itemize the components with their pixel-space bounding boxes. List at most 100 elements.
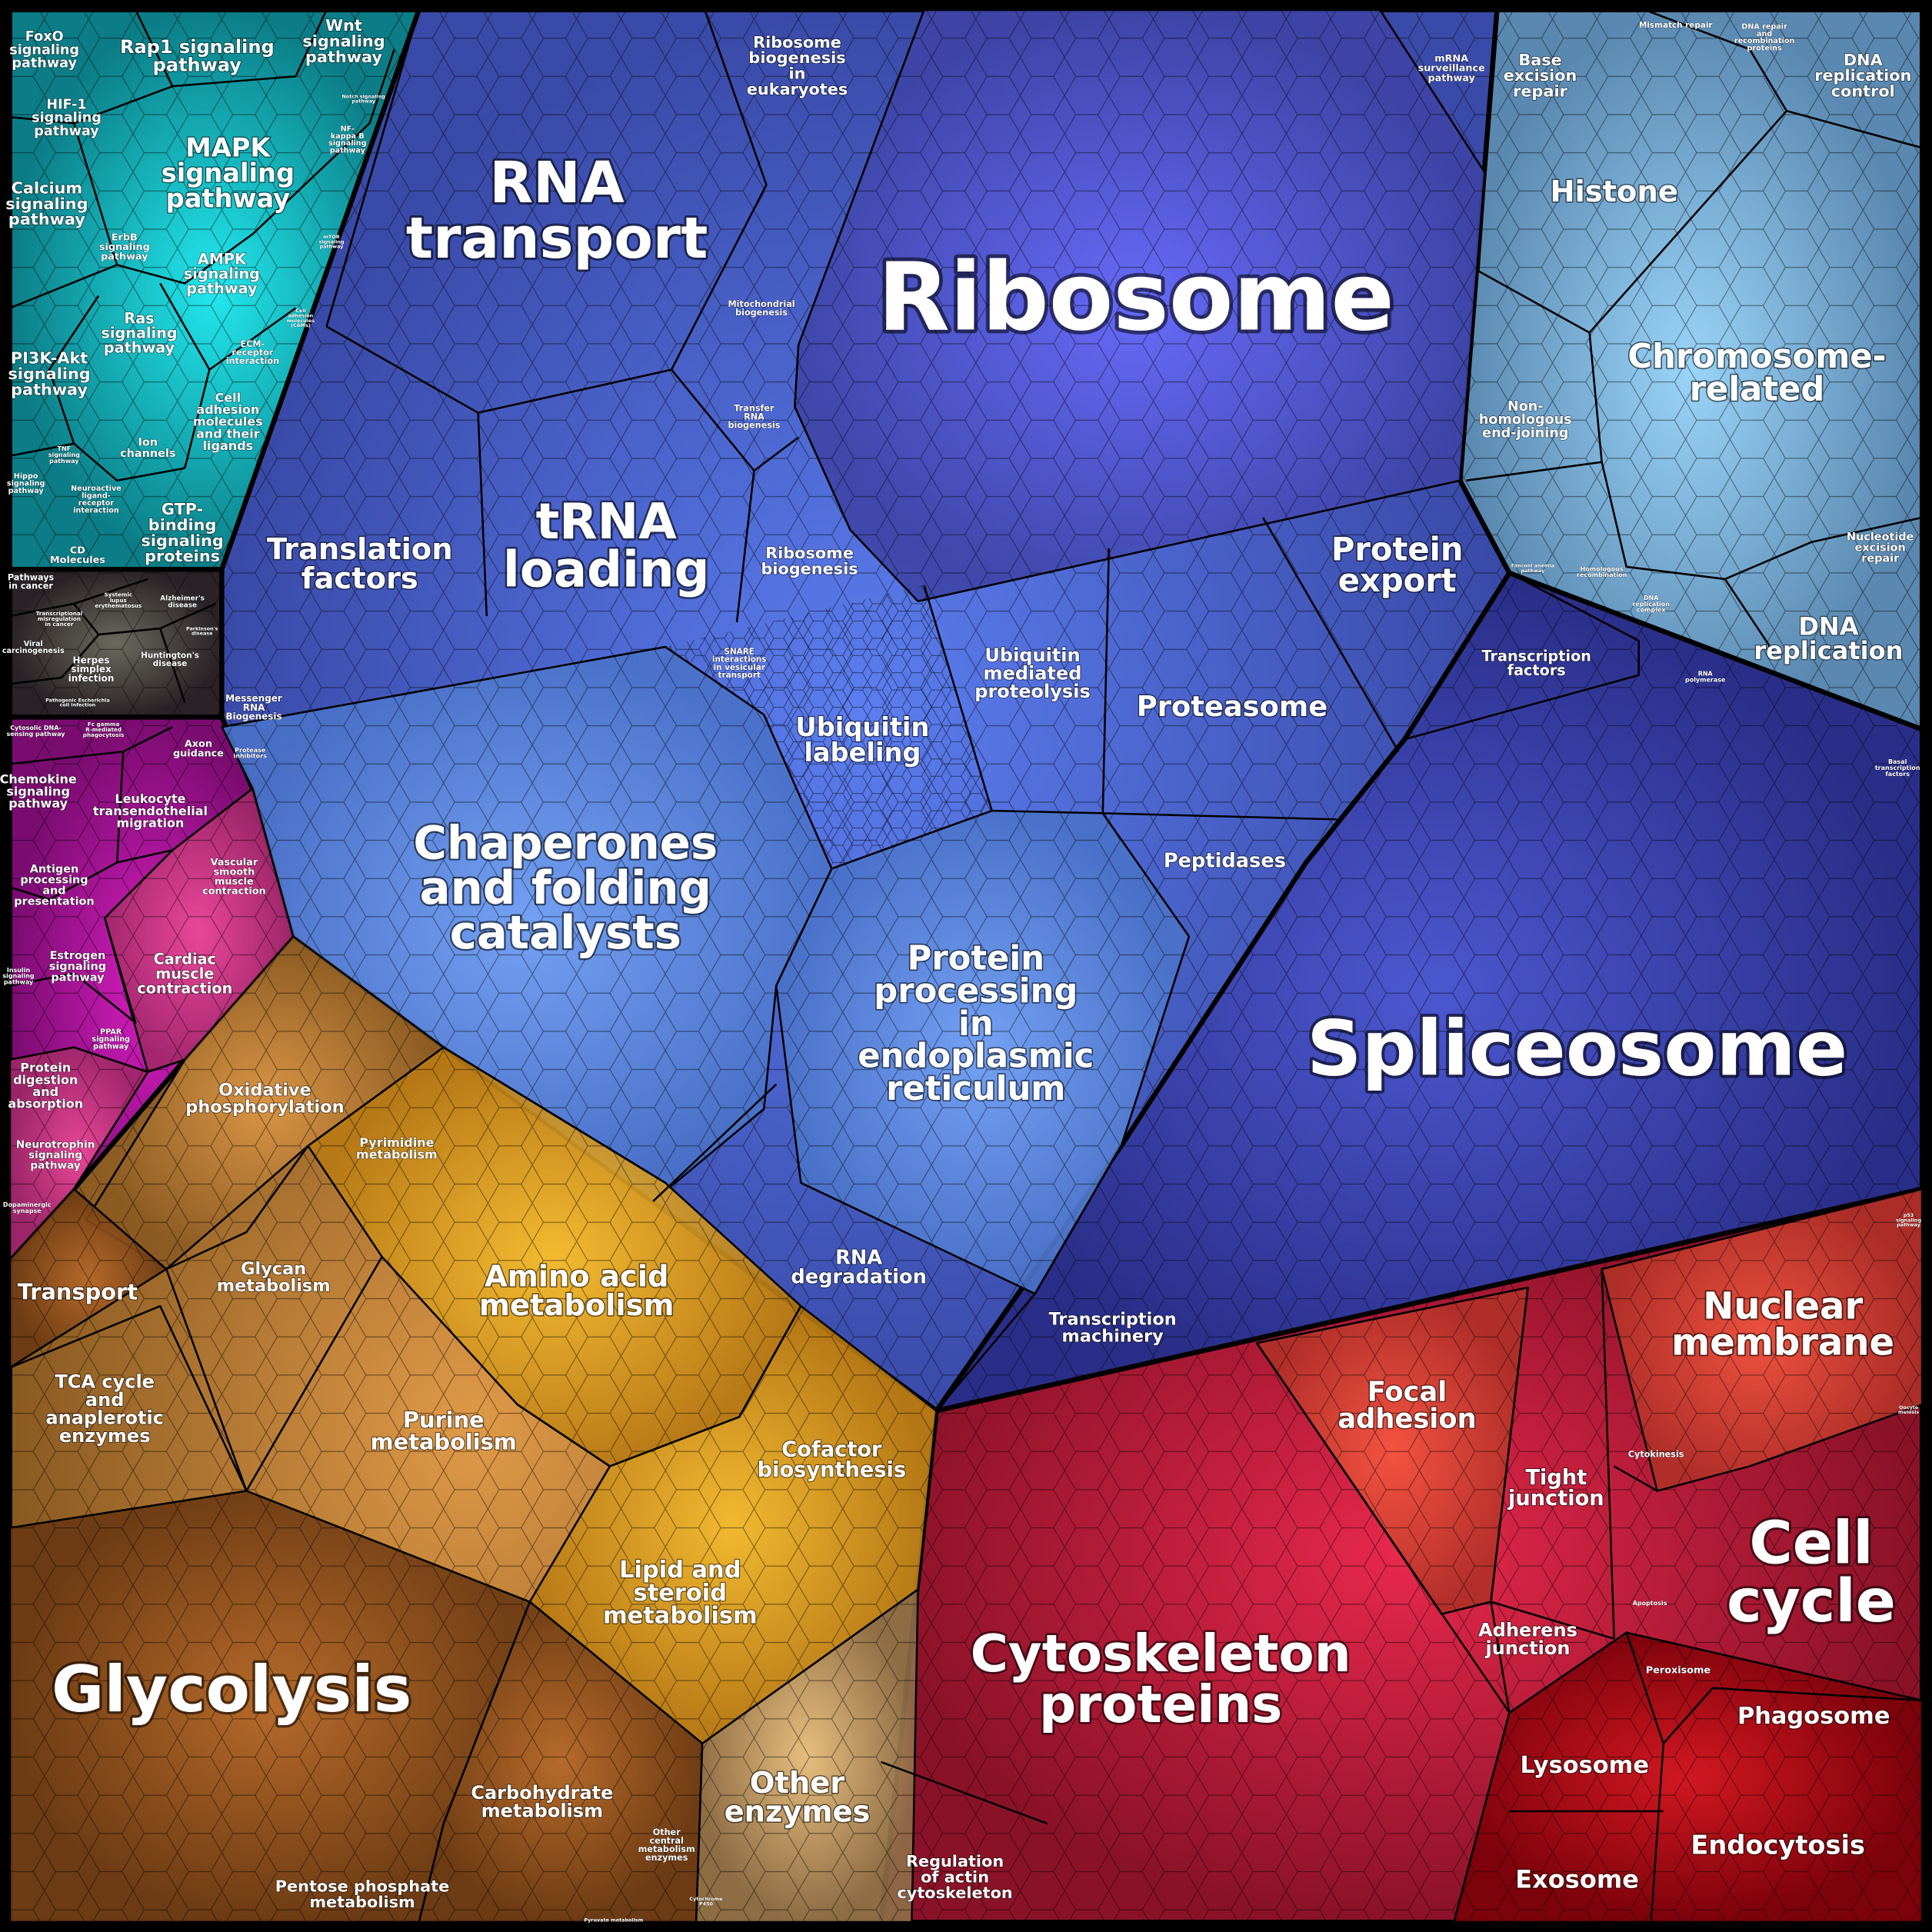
label-line: coli infection [60, 702, 96, 708]
label-line: R-mediated [85, 726, 122, 733]
label-line: pathway [49, 458, 79, 465]
label-line: metabolism [371, 1428, 517, 1454]
label-line: pathway [12, 56, 77, 72]
label-line: DNA [1644, 595, 1659, 601]
label-line: export [1338, 561, 1457, 599]
label-line: anaplerotic [45, 1407, 164, 1429]
label-line: signaling [1896, 1217, 1921, 1223]
label-line: pathway [93, 1042, 129, 1051]
label-line: Ribosome [753, 33, 841, 52]
label-line: AMPK [198, 251, 247, 268]
label-line: recombination [1577, 571, 1627, 578]
label-line: processing [20, 874, 88, 886]
label-line: Tight [1525, 1466, 1587, 1490]
label-line: endoplasmic [858, 1038, 1094, 1076]
label-line: biogenesis [728, 421, 780, 431]
label-line: NF- [341, 125, 355, 133]
label-line: Glycan [241, 1259, 306, 1279]
label-line: Other [750, 1766, 844, 1800]
label-line: and [1757, 30, 1772, 38]
label-line: molecules [287, 318, 315, 324]
label-line: simplex [71, 664, 112, 675]
label-line: Alzheimer's [160, 595, 205, 603]
label-line: junction [1485, 1637, 1571, 1659]
label-line: muscle [215, 876, 254, 888]
label-line: erythematosus [95, 602, 142, 609]
label-line: central [649, 1836, 684, 1846]
label-line: Protease [235, 747, 266, 754]
label-line: Amino acid [485, 1259, 669, 1294]
label-line: metabolism [481, 1800, 603, 1822]
label-line: excision [1855, 541, 1906, 554]
label-line: in cancer [45, 621, 73, 628]
label-line: in [789, 65, 806, 83]
label-line: Pyruvate metabolism [584, 1917, 643, 1923]
label-line: signaling [184, 265, 260, 283]
label-line: machinery [1062, 1326, 1164, 1346]
label-line: Vascular [211, 857, 258, 868]
label-line: Spliceosome [1307, 1004, 1847, 1093]
label-line: and [85, 1389, 124, 1411]
label-line: adhesion [196, 402, 259, 417]
label-line: p53 [1904, 1212, 1914, 1218]
label-line: phosphorylation [185, 1097, 344, 1117]
label-line: homologous [1479, 412, 1572, 428]
label-mismatch: Mismatch repair [1639, 21, 1713, 30]
label-line: Messenger [225, 693, 282, 704]
label-line: phagocytosis [83, 731, 125, 738]
label-line: enzymes [645, 1853, 688, 1863]
label-line: RNA [243, 702, 265, 713]
subdivision-lines [9, 8, 1923, 1923]
label-line: kappa B [331, 132, 365, 141]
label-line: Wnt [325, 16, 362, 35]
label-line: PPAR [100, 1028, 122, 1037]
label-line: interaction [73, 506, 119, 515]
label-line: in [958, 1004, 994, 1043]
label-line: Calcium [12, 178, 82, 197]
label-line: pathway [11, 380, 88, 398]
label-line: Cytochrome [689, 1896, 723, 1902]
label-line: Estrogen [50, 950, 106, 962]
label-phagosome: Phagosome [1737, 1703, 1890, 1730]
label-line: pathway [101, 251, 148, 263]
label-line: P450 [699, 1900, 714, 1907]
label-line: signaling [5, 195, 88, 213]
label-line: pathway [34, 124, 99, 139]
label-line: in vesicular [713, 663, 765, 672]
label-line: signaling [9, 42, 79, 58]
label-line: interactions [712, 655, 767, 665]
label-line: signaling [328, 139, 367, 148]
label-line: RNA [489, 151, 624, 216]
label-line: smooth [214, 866, 255, 878]
label-line: recombination [1734, 37, 1795, 45]
label-line: Homologous [1581, 565, 1624, 572]
label-line: factors [1507, 661, 1566, 679]
label-line: Chaperones [413, 817, 718, 870]
label-line: carcinogenesis [2, 647, 65, 655]
label-line: signaling [49, 961, 106, 973]
label-line: Fanconi anemia [1511, 563, 1554, 569]
label-line: transendothelial [93, 804, 208, 818]
label-line: ECM- [241, 339, 265, 349]
label-line: Viral [24, 640, 43, 648]
